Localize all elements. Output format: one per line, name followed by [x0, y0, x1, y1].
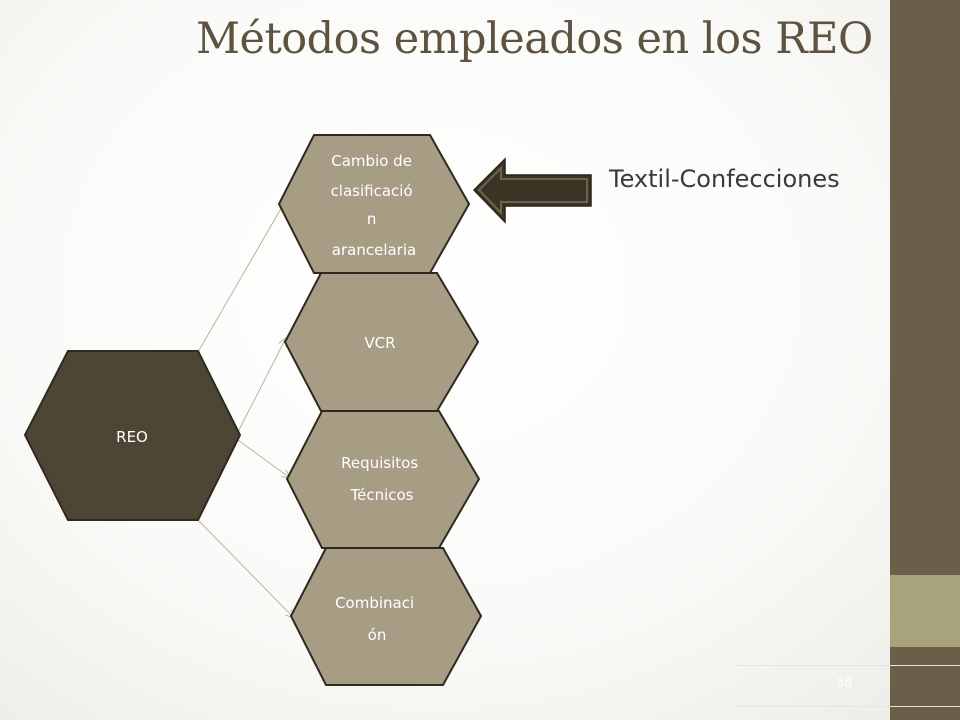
- child-node-requisitos: Requisitos Técnicos: [285, 410, 481, 549]
- child-label-line: arancelaria: [332, 241, 416, 259]
- slide-title: Métodos empleados en los REO: [196, 14, 873, 64]
- child-hexagon: [285, 410, 481, 549]
- root-node: REO: [23, 350, 242, 521]
- connector-line: [197, 519, 294, 618]
- footer-line-top: [735, 665, 960, 666]
- child-label-line: VCR: [364, 334, 395, 352]
- child-label-line: n: [367, 210, 377, 228]
- child-label: Combinaci ón: [335, 594, 419, 644]
- child-label: VCR: [364, 334, 395, 352]
- child-label-line: Cambio de: [331, 152, 412, 170]
- child-label-line: Requisitos: [341, 454, 418, 472]
- page-number: 38: [836, 676, 853, 691]
- child-node-combinacion: Combinaci ón: [289, 547, 483, 686]
- child-label: Cambio de clasificació n arancelaria: [331, 152, 418, 259]
- left-arrow-shape: [472, 157, 592, 224]
- footer-line-bottom: [735, 706, 960, 707]
- child-hexagon: [289, 547, 483, 686]
- left-arrow-icon: [472, 157, 592, 224]
- root-label: REO: [116, 428, 148, 446]
- root-label-line: REO: [116, 428, 148, 446]
- root-hexagon: [23, 350, 242, 521]
- child-node-vcr: VCR: [283, 272, 480, 412]
- child-label-line: Técnicos: [349, 486, 413, 504]
- connector-line: [237, 338, 286, 433]
- child-label-line: Combinaci: [335, 594, 414, 612]
- connectors: [197, 200, 294, 618]
- sidebar-accent: [890, 575, 960, 647]
- sector-label: Textil-Confecciones: [609, 165, 840, 193]
- child-node-cambio: Cambio de clasificació n arancelaria: [277, 134, 471, 274]
- connector-line: [237, 439, 290, 478]
- child-label-line: ón: [368, 626, 387, 644]
- child-label-line: clasificació: [331, 182, 413, 200]
- left-arrow-inner-outline: [477, 165, 588, 216]
- child-label: Requisitos Técnicos: [341, 454, 423, 504]
- connector-line: [197, 200, 286, 353]
